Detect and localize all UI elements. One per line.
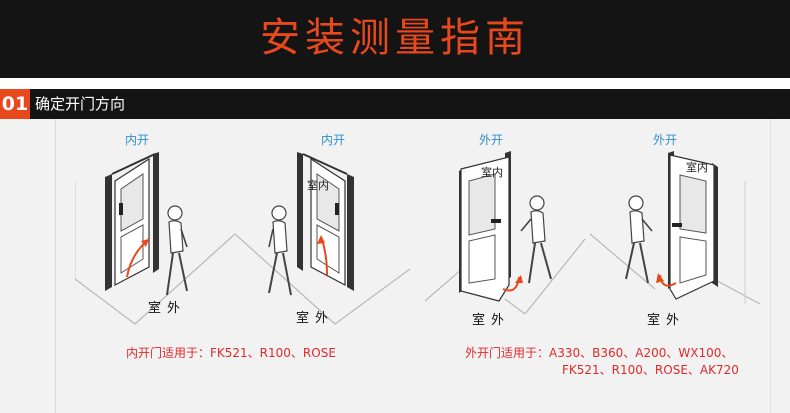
direction-label: 外开: [652, 133, 677, 147]
direction-label: 内开: [320, 133, 345, 147]
room-inside-label: 室内: [307, 179, 329, 192]
page-title: 安装测量指南: [260, 15, 530, 61]
step-label: 确定开门方向: [35, 95, 126, 113]
scene-inward-2: 内开 室内 室外: [235, 119, 415, 359]
inward-compatibility-note: 内开门适用于：FK521、R100、ROSE: [126, 346, 336, 360]
outward-door-illustration-1: [425, 151, 586, 315]
scene-outward-2: 外开 室内 室外: [590, 119, 770, 359]
direction-label: 内开: [124, 133, 149, 147]
inward-door-illustration-2: [235, 152, 411, 325]
scene-outward-1: 外开 室内 室外: [425, 119, 605, 359]
illustration-panel: 内开 室外 内开: [0, 119, 790, 413]
room-outside-label: 室外: [147, 301, 186, 316]
inward-door-illustration-1: [75, 152, 236, 325]
outward-compatibility-note-line2: FK521、R100、ROSE、AK720: [562, 363, 739, 377]
outward-door-illustration-2: [590, 151, 761, 305]
top-banner: 安装测量指南: [0, 0, 790, 78]
panel-right-rule: [770, 119, 771, 413]
room-outside-label: 室外: [295, 311, 334, 326]
room-outside-label: 室外: [471, 313, 510, 328]
room-inside-label: 室内: [481, 166, 503, 179]
panel-left-rule: [55, 119, 56, 413]
step-bar: 01 确定开门方向: [0, 89, 790, 119]
room-inside-label: 室内: [686, 161, 708, 174]
direction-label: 外开: [478, 133, 503, 147]
step-number: 01: [0, 89, 30, 119]
outward-compatibility-note-line1: 外开门适用于：A330、B360、A200、WX100、: [465, 346, 734, 360]
room-outside-label: 室外: [646, 313, 685, 328]
scene-inward-1: 内开 室外: [75, 119, 255, 359]
